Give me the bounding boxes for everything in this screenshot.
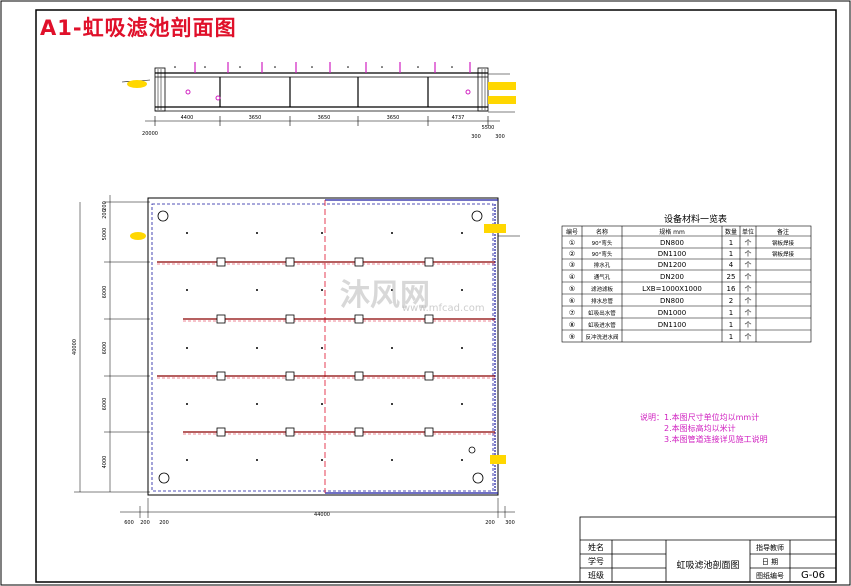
bom-cell: 钢板焊接 xyxy=(772,250,795,258)
section-dim-5: 4737 xyxy=(452,115,465,121)
bom-cell: ⑥ xyxy=(569,297,575,305)
bom-cell: 16 xyxy=(727,285,736,293)
bom-cell: 1 xyxy=(729,250,733,258)
bom-cell: ① xyxy=(569,239,575,247)
bom-cell: 钢板焊接 xyxy=(772,239,795,247)
plan-left-dim-7: 4000 xyxy=(102,456,108,469)
plan-bottom-dim-1: 600 xyxy=(124,520,134,526)
bom-cell: 滤池滤板 xyxy=(591,285,614,293)
tb-field-class: 班级 xyxy=(588,570,604,580)
plan-bottom-dim-5: 300 xyxy=(505,520,515,526)
section-right-dim-2: 5500 xyxy=(482,125,495,131)
section-right-dim-3: 300 xyxy=(495,134,505,140)
section-left-dim: 20000 xyxy=(142,131,158,137)
bom-cell: 个 xyxy=(745,250,752,258)
section-dim-4: 3650 xyxy=(387,115,400,121)
bom-cell: ⑧ xyxy=(569,321,575,329)
bom-cell: 90°弯头 xyxy=(592,239,613,247)
watermark-brand: 沐风网 xyxy=(340,278,430,313)
bom-cell: 1 xyxy=(729,309,733,317)
bom-cell: 虹吸出水管 xyxy=(588,309,616,317)
section-right-dim-1: 300 xyxy=(471,134,481,140)
tb-drawing-name: 虹吸滤池剖面图 xyxy=(676,559,739,571)
plan-bottom-dim-2: 200 xyxy=(140,520,150,526)
tb-field-id: 学号 xyxy=(588,556,604,566)
bom-cell: DN1000 xyxy=(658,309,686,317)
bom-cell: ⑤ xyxy=(569,285,575,293)
tb-role-date: 日 期 xyxy=(762,558,778,566)
bom-cell: 个 xyxy=(745,321,752,329)
tb-role-drawing-no: 图纸编号 xyxy=(756,571,784,580)
bom-cell: DN800 xyxy=(660,297,684,305)
bom-cell: LXB=1000X1000 xyxy=(642,285,702,293)
bom-cell: ④ xyxy=(569,273,575,281)
bom-cell: 个 xyxy=(745,333,752,341)
bom-cell: 通气孔 xyxy=(594,273,611,281)
note-item-2: 2.本图标高均以米计 xyxy=(664,424,736,433)
bom-cell: 个 xyxy=(745,261,752,269)
bom-header-cell: 备注 xyxy=(777,228,789,236)
bom-cell: DN200 xyxy=(660,273,684,281)
bom-cell: ③ xyxy=(569,261,575,269)
plan-view: 200 200 5000 6000 6000 6000 4000 40000 4… xyxy=(72,195,520,526)
bom-cell: ⑨ xyxy=(569,333,575,341)
bom-cell: DN1100 xyxy=(658,321,686,329)
tb-role-instructor: 指导教师 xyxy=(756,543,784,552)
bom-cell: 排水孔 xyxy=(594,261,611,269)
bom-cell: 1 xyxy=(729,239,733,247)
plan-left-dim-5: 6000 xyxy=(102,342,108,355)
bom-cell: 90°弯头 xyxy=(592,250,613,258)
bom-cell: 反冲洗进水阀 xyxy=(585,333,618,341)
bom-cell: 个 xyxy=(745,285,752,293)
plan-left-dim-6: 6000 xyxy=(102,398,108,411)
plan-left-dim-4: 6000 xyxy=(102,286,108,299)
bom-cell: 虹吸进水管 xyxy=(588,321,616,329)
notes-block: 说明：1.本图尺寸单位均以mm计 2.本图标高均以米计 3.本图管道连接详见施工… xyxy=(640,412,768,445)
section-dim-2: 3650 xyxy=(249,115,262,121)
bom-cell: 2 xyxy=(729,297,733,305)
section-dim-1: 4400 xyxy=(181,115,194,121)
bom-header-cell: 规格 mm xyxy=(659,228,685,236)
bom-cell: 4 xyxy=(729,261,734,269)
bom-header-cell: 编号 xyxy=(566,228,578,236)
bom-cell: DN1100 xyxy=(658,250,686,258)
tb-drawing-no: G-06 xyxy=(801,570,825,581)
plan-bottom-dim-4: 200 xyxy=(485,520,495,526)
plan-overall-height: 40000 xyxy=(72,339,78,355)
note-item-1: 1.本图尺寸单位均以mm计 xyxy=(664,413,760,422)
bom-cell: DN1200 xyxy=(658,261,686,269)
plan-overall-width: 44000 xyxy=(314,512,330,518)
bom-cell: 个 xyxy=(745,239,752,247)
watermark-url: www.mfcad.com xyxy=(402,303,485,314)
title-block xyxy=(579,516,837,583)
bom-cell: 25 xyxy=(727,273,736,281)
bom-title: 设备材料一览表 xyxy=(664,215,728,225)
sheet-border-inner xyxy=(35,9,837,583)
plan-left-dim-2: 200 xyxy=(102,209,108,219)
bom-cell: 个 xyxy=(745,297,752,305)
bom-header-cell: 单位 xyxy=(742,228,754,236)
bom-table xyxy=(561,225,812,343)
drawing-title: A1-虹吸滤池剖面图 xyxy=(40,16,237,40)
bom-cell: ⑦ xyxy=(569,309,575,317)
bom-cell: ② xyxy=(569,250,575,258)
notes-heading: 说明： xyxy=(640,413,664,422)
bom-cell: 1 xyxy=(729,321,733,329)
bom-cell: 个 xyxy=(745,309,752,317)
bom-cell: 1 xyxy=(729,333,733,341)
plan-bottom-dim-3: 200 xyxy=(159,520,169,526)
section-view: 4400 3650 3650 3650 4737 20000 300 5500 … xyxy=(121,62,516,140)
bom-cell: DN800 xyxy=(660,239,684,247)
section-dim-3: 3650 xyxy=(318,115,331,121)
tb-field-name: 姓名 xyxy=(588,542,604,552)
bom-cell: 排水总管 xyxy=(591,297,614,305)
bom-header-cell: 名称 xyxy=(596,228,608,236)
bom-header-cell: 数量 xyxy=(725,228,737,236)
plan-left-dim-1: 200 xyxy=(102,201,108,211)
note-item-3: 3.本图管道连接详见施工说明 xyxy=(664,435,768,444)
bom-cell: 个 xyxy=(745,273,752,281)
plan-left-dim-3: 5000 xyxy=(102,228,108,241)
